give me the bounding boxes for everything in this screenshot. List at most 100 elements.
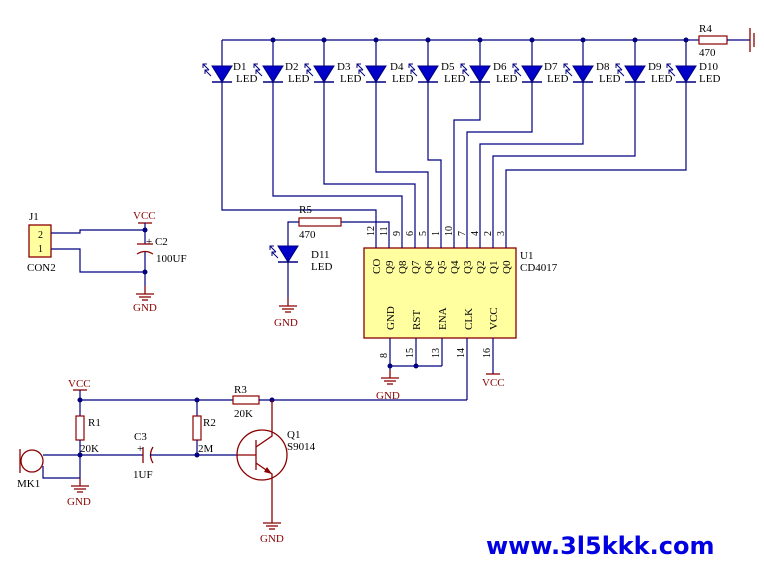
mk1-ref: MK1: [17, 478, 40, 490]
mk1-microphone: [20, 449, 44, 473]
led-d2: D2 LED: [253, 40, 403, 228]
u1-pin-name: CLK: [463, 308, 475, 330]
u1-pin-name: Q0: [501, 260, 513, 274]
led-type: LED: [496, 73, 517, 85]
u1-pin-name: ENA: [437, 307, 449, 330]
u1-pin-num: 11: [379, 226, 390, 236]
u1-pin-num: 14: [456, 348, 467, 358]
d11-type: LED: [311, 261, 332, 273]
u1-pin-num: 3: [496, 231, 507, 236]
r1-resistor: [75, 415, 85, 441]
u1-pin-name: GND: [385, 306, 397, 330]
led-ref: D8: [596, 61, 610, 73]
r4-value: 470: [699, 47, 716, 59]
led-array: R4 470 D1 LED D2 LED: [202, 23, 755, 228]
led-ref: D3: [337, 61, 351, 73]
u1-pin-num: 12: [366, 226, 377, 236]
led-type: LED: [288, 73, 309, 85]
gnd-label: GND: [274, 317, 298, 329]
gnd-label: GND: [133, 302, 157, 314]
c2-ref: + C2: [146, 236, 168, 248]
u1-value: CD4017: [520, 262, 558, 274]
led-ref: D6: [493, 61, 507, 73]
j1-ref: J1: [29, 211, 39, 223]
r2-resistor: [192, 415, 202, 441]
c3-polarity: +: [137, 443, 143, 455]
r2-value: 2M: [198, 443, 214, 455]
c3-ref: C3: [134, 431, 147, 443]
u1-pin-num: 8: [379, 353, 390, 358]
gnd-label: GND: [260, 533, 284, 545]
u1-pin-num: 5: [418, 231, 429, 236]
led-type: LED: [547, 73, 568, 85]
gnd-label: GND: [67, 496, 91, 508]
led-type: LED: [340, 73, 361, 85]
d11-led: [277, 245, 299, 263]
u1-pin-num: 13: [431, 348, 442, 358]
u1-pin-name: Q1: [488, 261, 500, 274]
led-d5: D5 LED: [408, 40, 465, 228]
u1-cd4017: 12 11 9 6 5 1 10 7 4 2 3 CO Q9 Q8 Q7 Q6 …: [363, 226, 558, 402]
j1-pin: 1: [38, 244, 43, 255]
led-ref: D10: [699, 61, 718, 73]
j1-power-input: 2 1 J1 CON2 VCC + C2 100UF GND: [27, 210, 187, 314]
j1-connector: [28, 224, 52, 258]
r2-ref: R2: [203, 417, 216, 429]
u1-pin-num: 15: [405, 348, 416, 358]
r3-resistor: [232, 395, 260, 405]
led-d7: D7 LED: [466, 40, 568, 228]
u1-pin-name: Q9: [384, 260, 396, 274]
led-ref: D4: [390, 61, 404, 73]
u1-pin-name: Q8: [397, 260, 409, 274]
u1-pin-num: 6: [405, 231, 416, 236]
r5-ref: R5: [299, 204, 312, 216]
r5-d11-branch: R5 470 D11 LED GND: [269, 204, 390, 329]
vcc-label: VCC: [133, 210, 156, 222]
u1-pin-name: Q3: [462, 260, 474, 274]
led-ref: D5: [441, 61, 455, 73]
led-d4: D4 LED: [356, 40, 429, 228]
r3-value: 20K: [234, 408, 253, 420]
r5-value: 470: [299, 229, 316, 241]
j1-pin: 2: [38, 230, 43, 241]
u1-pin-name: Q4: [449, 260, 461, 274]
u1-pin-name: RST: [411, 310, 423, 330]
u1-pin-name: Q2: [475, 261, 487, 274]
led-ref: D7: [544, 61, 558, 73]
r3-ref: R3: [234, 384, 247, 396]
u1-pin-num: 10: [444, 226, 455, 236]
u1-ref: U1: [520, 250, 533, 262]
u1-pin-name: Q5: [436, 260, 448, 274]
u1-pin-num: 4: [470, 231, 481, 236]
u1-pin-num: 7: [457, 231, 468, 236]
c3-value: 1UF: [133, 469, 153, 481]
led-type: LED: [392, 73, 413, 85]
j1-value: CON2: [27, 262, 56, 274]
led-ref: D1: [233, 61, 246, 73]
vcc-label: VCC: [68, 378, 91, 390]
u1-pin-name: Q6: [423, 260, 435, 274]
led-type: LED: [651, 73, 672, 85]
q1-ref: Q1: [287, 429, 300, 441]
led-type: LED: [599, 73, 620, 85]
led-ref: D9: [648, 61, 662, 73]
led-ref: D2: [285, 61, 298, 73]
u1-pin-num: 2: [483, 231, 494, 236]
r4-resistor: [698, 35, 728, 45]
watermark: www.3l5kkk.com: [486, 532, 714, 560]
led-type: LED: [444, 73, 465, 85]
led-d9: D9 LED: [492, 40, 672, 228]
led-type: LED: [699, 73, 720, 85]
gnd-label: GND: [376, 390, 400, 402]
r1-value: 20K: [80, 443, 99, 455]
led-d10: D10 LED: [505, 40, 720, 228]
mic-amplifier: VCC R1 20K MK1 GND C3 + 1UF R2 2M: [17, 378, 467, 545]
vcc-label: VCC: [482, 377, 505, 389]
r5-resistor: [298, 217, 342, 227]
u1-body: [363, 247, 517, 339]
r4-ref: R4: [699, 23, 712, 35]
u1-pin-num: 1: [431, 231, 442, 236]
u1-pin-name: VCC: [488, 307, 500, 330]
led-d3: D3 LED: [304, 40, 416, 228]
